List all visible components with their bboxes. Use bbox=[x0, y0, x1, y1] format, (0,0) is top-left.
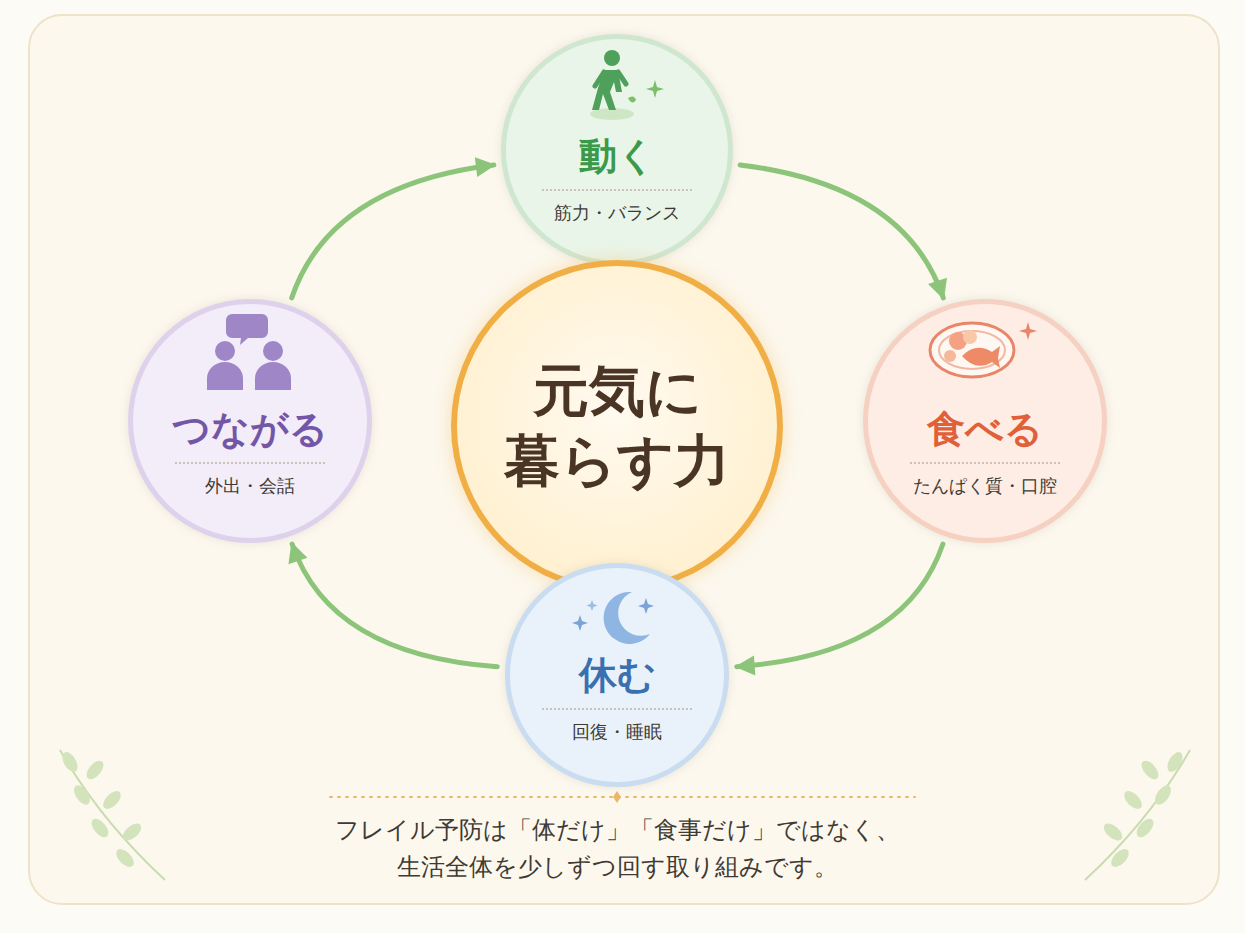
node-subtitle: たんぱく質・口腔 bbox=[910, 462, 1060, 498]
node-subtitle: 筋力・バランス bbox=[542, 189, 692, 225]
cycle-arrow bbox=[737, 544, 943, 667]
cycle-arrow bbox=[292, 165, 494, 298]
node-title: 休む bbox=[579, 654, 656, 698]
node-title: つながる bbox=[172, 408, 328, 452]
walking-icon bbox=[590, 50, 664, 120]
meal-icon bbox=[930, 322, 1037, 377]
move-circle: 動く筋力・バランス bbox=[501, 34, 733, 266]
connect-circle: つながる外出・会話 bbox=[128, 299, 372, 543]
center-circle: 元気に 暮らす力 bbox=[451, 260, 783, 592]
node-subtitle: 外出・会話 bbox=[175, 462, 325, 498]
people-icon bbox=[207, 314, 291, 390]
center-title: 元気に 暮らす力 bbox=[492, 356, 742, 496]
caption: フレイル予防は「体だけ」「食事だけ」ではなく、 生活全体を少しずつ回す取り組みで… bbox=[250, 812, 985, 886]
cycle-arrow bbox=[292, 544, 497, 667]
node-title: 食べる bbox=[927, 408, 1043, 452]
node-title: 動く bbox=[579, 135, 656, 179]
cycle-arrow bbox=[740, 165, 943, 298]
eat-circle: 食べるたんぱく質・口腔 bbox=[863, 299, 1107, 543]
node-subtitle: 回復・睡眠 bbox=[542, 708, 692, 744]
rest-circle: 休む回復・睡眠 bbox=[505, 563, 729, 787]
moon-icon bbox=[572, 592, 654, 644]
